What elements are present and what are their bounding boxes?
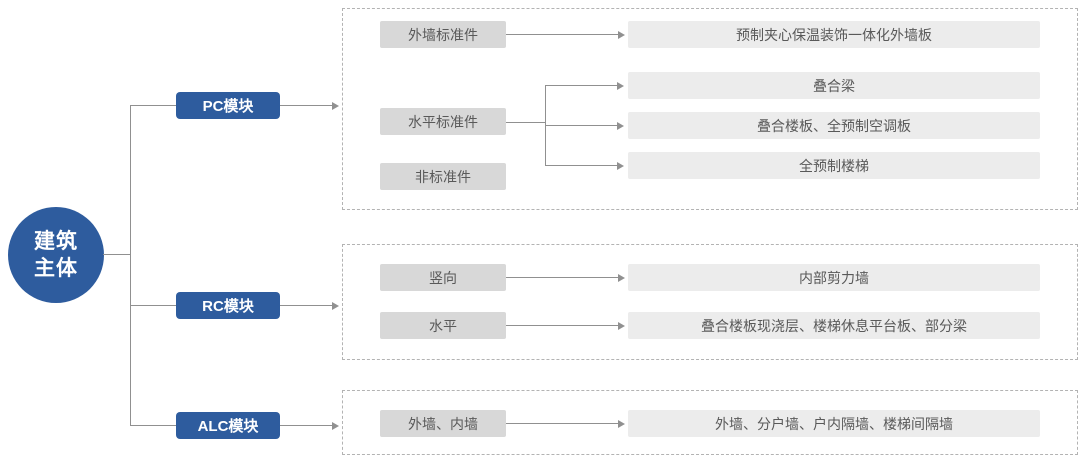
module-rc: RC模块 bbox=[176, 292, 280, 319]
pc-label-non-std: 非标准件 bbox=[380, 163, 506, 190]
connector-trunk bbox=[130, 105, 131, 426]
rc-output-slab-landing-beam: 叠合楼板现浇层、楼梯休息平台板、部分梁 bbox=[628, 312, 1040, 339]
root-node-building-body: 建筑 主体 bbox=[8, 207, 104, 303]
connector-branch-rc bbox=[130, 305, 176, 306]
arrow-walls-to-wall-types bbox=[506, 419, 625, 428]
rc-label-vertical: 竖向 bbox=[380, 264, 506, 291]
arrow-to-composite-beam bbox=[545, 81, 624, 90]
module-pc: PC模块 bbox=[176, 92, 280, 119]
arrow-pc-to-group bbox=[280, 101, 339, 110]
connector-horizontal-std-feed bbox=[506, 122, 546, 123]
connector-branch-alc bbox=[130, 425, 176, 426]
connector-root-stub bbox=[103, 254, 130, 255]
rc-label-horizontal: 水平 bbox=[380, 312, 506, 339]
pc-label-exterior-wall-std: 外墙标准件 bbox=[380, 21, 506, 48]
pc-group-frame bbox=[342, 8, 1078, 210]
rc-output-shear-wall: 内部剪力墙 bbox=[628, 264, 1040, 291]
pc-output-precast-stair: 全预制楼梯 bbox=[628, 152, 1040, 179]
rc-group-frame bbox=[342, 244, 1078, 360]
arrow-to-composite-slab bbox=[545, 121, 624, 130]
arrow-horizontal-to-slab bbox=[506, 321, 625, 330]
alc-group-frame bbox=[342, 390, 1078, 455]
module-alc: ALC模块 bbox=[176, 412, 280, 439]
pc-output-wall-panel: 预制夹心保温装饰一体化外墙板 bbox=[628, 21, 1040, 48]
connector-branch-pc bbox=[130, 105, 176, 106]
root-label-line2: 主体 bbox=[34, 257, 78, 280]
arrow-exterior-wall-std-to-output bbox=[506, 30, 625, 39]
pc-label-horizontal-std: 水平标准件 bbox=[380, 108, 506, 135]
alc-label-walls: 外墙、内墙 bbox=[380, 410, 506, 437]
pc-output-composite-beam: 叠合梁 bbox=[628, 72, 1040, 99]
arrow-rc-to-group bbox=[280, 301, 339, 310]
pc-output-composite-slab-ac: 叠合楼板、全预制空调板 bbox=[628, 112, 1040, 139]
alc-output-wall-types: 外墙、分户墙、户内隔墙、楼梯间隔墙 bbox=[628, 410, 1040, 437]
arrow-to-precast-stair bbox=[545, 161, 624, 170]
root-label-line1: 建筑 bbox=[34, 229, 78, 253]
arrow-alc-to-group bbox=[280, 421, 339, 430]
arrow-vertical-to-shear-wall bbox=[506, 273, 625, 282]
